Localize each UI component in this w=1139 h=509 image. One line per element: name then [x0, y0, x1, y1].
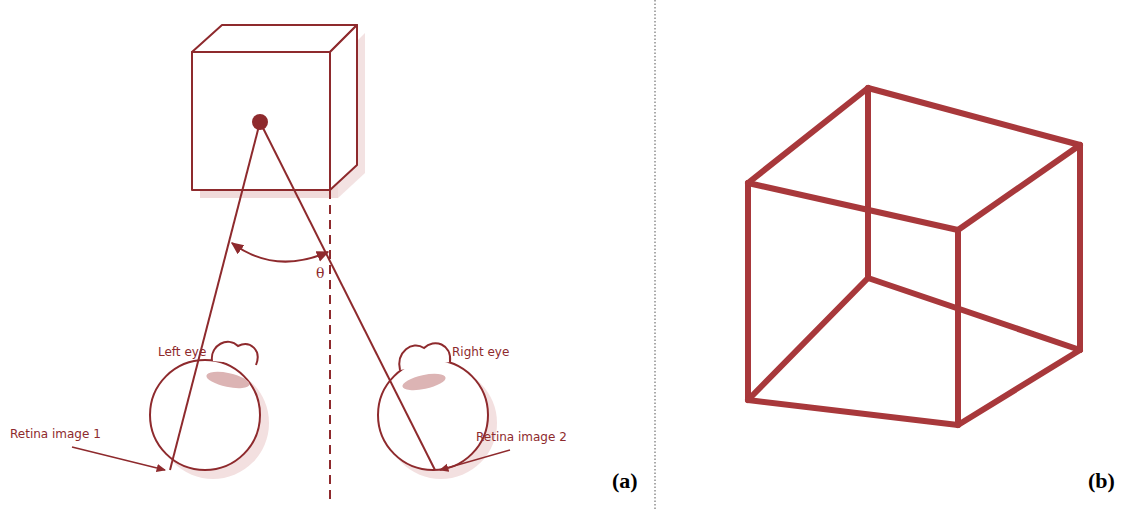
leader-line	[440, 450, 510, 470]
eye-label: Right eye	[452, 345, 509, 359]
necker-cube	[748, 88, 1080, 425]
separator	[655, 0, 656, 509]
panel-label: (b)	[1088, 468, 1115, 494]
sight-line	[260, 122, 435, 470]
left-eye	[150, 342, 260, 470]
right-eye	[378, 343, 488, 470]
angle-label: θ	[316, 265, 324, 282]
panel-label: (a)	[612, 468, 638, 494]
retina-label: Retina image 2	[476, 430, 567, 444]
retina-label: Retina image 1	[10, 427, 101, 441]
cube	[192, 25, 357, 190]
center-line	[329, 190, 331, 505]
sight-line	[170, 122, 260, 470]
eye-label: Left eye	[158, 345, 206, 359]
angle-arc	[232, 243, 328, 262]
leader-line	[72, 447, 165, 470]
